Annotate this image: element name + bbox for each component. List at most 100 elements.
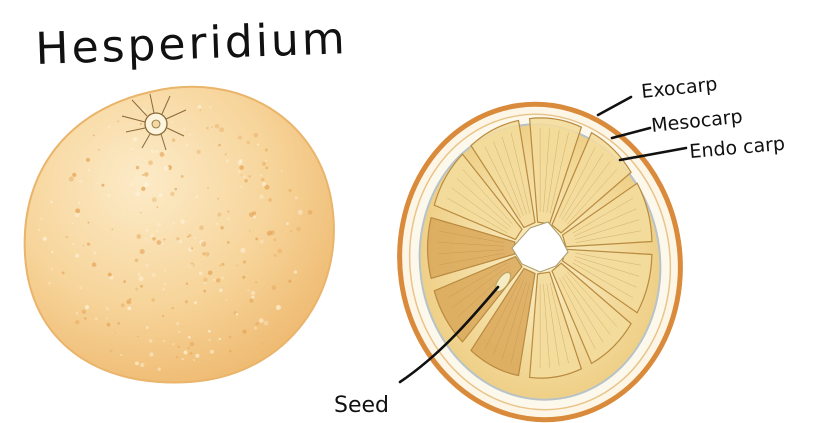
peel-speckle <box>238 170 241 173</box>
peel-speckle <box>288 189 291 192</box>
peel-speckle <box>188 336 191 339</box>
peel-speckle <box>268 198 272 202</box>
peel-speckle <box>197 150 201 154</box>
peel-speckle <box>209 106 211 108</box>
exocarp-label: Exocarp <box>640 73 718 103</box>
peel-speckle <box>43 237 47 241</box>
peel-speckle <box>164 283 166 285</box>
peel-speckle <box>208 330 211 333</box>
peel-speckle <box>142 174 144 176</box>
peel-speckle <box>136 166 139 169</box>
peel-speckle <box>170 227 172 229</box>
peel-speckle <box>216 278 220 282</box>
peel-speckle <box>206 127 209 130</box>
peel-speckle <box>188 234 191 237</box>
peel-speckle <box>220 226 223 229</box>
peel-speckle <box>172 343 174 345</box>
peel-speckle <box>181 175 184 178</box>
peel-speckle <box>217 213 221 217</box>
peel-speckle <box>72 243 74 245</box>
peel-speckle <box>62 271 65 274</box>
peel-speckle <box>75 320 79 324</box>
peel-speckle <box>66 236 68 238</box>
peel-speckle <box>123 280 126 283</box>
peel-speckle <box>164 166 169 171</box>
peel-speckle <box>150 149 154 153</box>
peel-speckle <box>202 252 205 255</box>
peel-speckle <box>241 174 243 176</box>
peel-speckle <box>51 251 53 253</box>
peel-speckle <box>218 144 221 147</box>
endocarp-label: Endo carp <box>689 133 786 163</box>
peel-speckle <box>198 105 202 109</box>
peel-speckle <box>117 120 119 122</box>
peel-speckle <box>253 215 256 218</box>
peel-speckle <box>140 249 145 254</box>
peel-speckle <box>117 322 120 325</box>
peel-speckle <box>86 158 90 162</box>
peel-speckle <box>178 240 182 244</box>
peel-speckle <box>227 218 230 221</box>
peel-speckle <box>211 126 213 128</box>
peel-speckle <box>88 169 90 171</box>
peel-speckle <box>93 134 95 136</box>
peel-speckle <box>286 222 289 225</box>
peel-speckle <box>183 128 185 130</box>
peel-speckle <box>205 252 210 257</box>
peel-speckle <box>274 254 277 257</box>
peel-speckle <box>111 228 113 230</box>
peel-speckle <box>261 343 263 345</box>
peel-speckle <box>140 207 143 210</box>
peel-speckle <box>157 240 162 245</box>
peel-speckle <box>146 326 149 329</box>
peel-speckle <box>251 291 255 295</box>
peel-speckle <box>163 238 165 240</box>
peel-speckle <box>220 265 222 267</box>
peel-speckle <box>141 187 145 191</box>
peel-speckle <box>137 336 139 338</box>
peel-speckle <box>254 327 257 330</box>
peel-speckle <box>227 241 230 244</box>
peel-speckle <box>257 144 259 146</box>
peel-speckle <box>261 178 264 181</box>
peel-speckle <box>176 322 179 325</box>
peel-speckle <box>152 197 157 202</box>
peel-speckle <box>199 225 204 230</box>
peel-speckle <box>106 317 108 319</box>
peel-speckle <box>133 137 137 141</box>
peel-speckle <box>260 240 264 244</box>
peel-speckle <box>131 148 133 150</box>
peel-speckle <box>194 237 196 239</box>
peel-speckle <box>222 263 225 266</box>
peel-speckle <box>244 176 246 178</box>
peel-speckle <box>290 230 292 232</box>
peel-speckle <box>164 270 166 272</box>
peel-speckle <box>135 362 139 366</box>
peel-speckle <box>135 288 138 291</box>
peel-speckle <box>172 138 176 142</box>
peel-speckle <box>106 307 109 310</box>
peel-speckle <box>185 300 188 303</box>
peel-speckle <box>190 352 193 355</box>
peel-speckle <box>203 277 208 282</box>
peel-speckle <box>189 264 194 269</box>
peel-speckle <box>185 144 188 147</box>
peel-speckle <box>225 299 227 301</box>
peel-speckle <box>151 298 154 301</box>
peel-speckle <box>152 273 156 277</box>
peel-speckle <box>295 196 298 199</box>
peel-speckle <box>260 174 262 176</box>
peel-speckle <box>135 191 140 196</box>
peel-speckle <box>239 159 242 162</box>
peel-speckle <box>178 346 180 348</box>
peel-speckle <box>108 126 110 128</box>
peel-speckle <box>50 201 53 204</box>
peel-speckle <box>163 340 165 342</box>
peel-speckle <box>92 262 97 267</box>
peel-speckle <box>158 193 162 197</box>
peel-speckle <box>219 338 222 341</box>
peel-speckle <box>265 149 268 152</box>
peel-speckle <box>85 305 89 309</box>
peel-speckle <box>240 248 245 253</box>
